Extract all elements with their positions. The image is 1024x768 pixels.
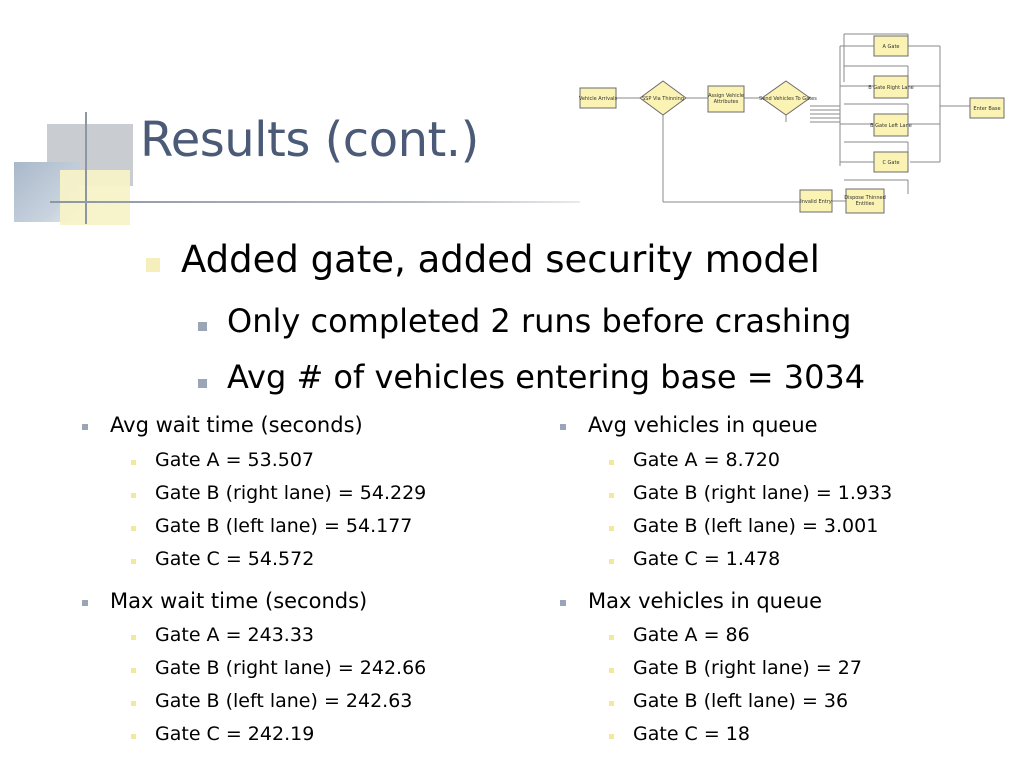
bullet-square <box>131 493 136 498</box>
bullet-square <box>609 460 614 465</box>
stat-item: Gate B (left lane) = 36 <box>633 690 849 712</box>
bullet-square <box>609 701 614 706</box>
node-b-gate-left-label: B Gate Left Lane <box>870 123 912 129</box>
stat-item: Gate A = 8.720 <box>633 449 780 471</box>
node-ssp-label: SSP Via Thinning <box>642 96 684 102</box>
bullet-square <box>609 734 614 739</box>
stat-item: Gate B (right lane) = 1.933 <box>633 482 893 504</box>
node-assign-label-1: Assign Vehicle <box>708 93 744 99</box>
column-heading: Avg wait time (seconds) <box>110 413 363 437</box>
stat-item: Gate B (left lane) = 3.001 <box>633 515 879 537</box>
node-dispose-label-2: Entities <box>856 201 875 207</box>
bullet-square <box>609 526 614 531</box>
node-send-decision <box>761 80 811 116</box>
node-enter-base-label: Enter Base <box>973 106 1000 112</box>
stat-item: Gate B (left lane) = 54.177 <box>155 515 413 537</box>
column-heading: Avg vehicles in queue <box>588 413 818 437</box>
node-a-gate-label: A Gate <box>883 44 900 50</box>
node-b-gate-right <box>873 75 909 99</box>
node-vehicle-arrivals <box>579 87 617 109</box>
bullet-square <box>609 493 614 498</box>
process-flowchart: Vehicle Arrivals SSP Via Thinning Assign… <box>579 33 1005 214</box>
decorative-yellow-square <box>60 170 130 225</box>
node-invalid-entry-label: Invalid Entry <box>800 199 832 205</box>
bullet-square <box>82 424 88 430</box>
bullet-square <box>560 600 566 606</box>
bullet-square <box>198 322 207 331</box>
node-a-gate <box>873 35 909 57</box>
stat-item: Gate C = 18 <box>633 723 750 745</box>
node-b-gate-left <box>873 113 909 137</box>
node-c-gate <box>873 151 909 173</box>
stat-item: Gate B (right lane) = 54.229 <box>155 482 427 504</box>
flowchart-connectors <box>616 33 970 203</box>
decorative-vertical-line <box>85 112 87 224</box>
node-ssp-decision <box>639 80 687 116</box>
decorative-horizontal-line <box>50 201 580 203</box>
bullet-square <box>131 668 136 673</box>
bullet-square <box>609 668 614 673</box>
stat-item: Gate B (right lane) = 27 <box>633 657 862 679</box>
column-heading: Max wait time (seconds) <box>110 589 368 613</box>
sub-bullet-text: Avg # of vehicles entering base = 3034 <box>227 358 866 396</box>
bullet-square <box>560 424 566 430</box>
slide-title: Results (cont.) <box>140 112 479 168</box>
sub-bullet-text: Only completed 2 runs before crashing <box>227 302 852 340</box>
stat-item: Gate C = 54.572 <box>155 548 315 570</box>
stat-item: Gate A = 243.33 <box>155 624 315 646</box>
node-vehicle-arrivals-label: Vehicle Arrivals <box>579 96 618 102</box>
stat-item: Gate B (right lane) = 242.66 <box>155 657 427 679</box>
stat-item: Gate A = 86 <box>633 624 750 646</box>
node-send-label: Send Vehicles To Gates <box>759 96 817 102</box>
stat-item: Gate C = 242.19 <box>155 723 315 745</box>
node-b-gate-right-label: B Gate Right Lane <box>868 85 913 91</box>
node-assign-label-2: Attributes <box>714 99 739 105</box>
main-bullet-text: Added gate, added security model <box>181 238 820 281</box>
bullet-square <box>131 635 136 640</box>
node-c-gate-label: C Gate <box>882 160 899 166</box>
column-heading: Max vehicles in queue <box>588 589 823 613</box>
bullet-square <box>146 258 160 272</box>
bullet-square <box>198 379 207 388</box>
bullet-square <box>131 460 136 465</box>
bullet-square <box>131 526 136 531</box>
bullet-square <box>131 734 136 739</box>
bullet-square <box>131 701 136 706</box>
stat-item: Gate C = 1.478 <box>633 548 781 570</box>
node-enter-base <box>969 97 1005 119</box>
stat-item: Gate A = 53.507 <box>155 449 315 471</box>
bullet-square <box>131 559 136 564</box>
stat-item: Gate B (left lane) = 242.63 <box>155 690 413 712</box>
node-dispose-label-1: Dispose Thinned <box>844 195 886 201</box>
bullet-square <box>609 635 614 640</box>
bullet-square <box>82 600 88 606</box>
node-dispose-thinned <box>845 188 885 214</box>
bullet-square <box>609 559 614 564</box>
node-assign-attributes <box>707 85 745 113</box>
node-invalid-entry <box>799 189 833 213</box>
